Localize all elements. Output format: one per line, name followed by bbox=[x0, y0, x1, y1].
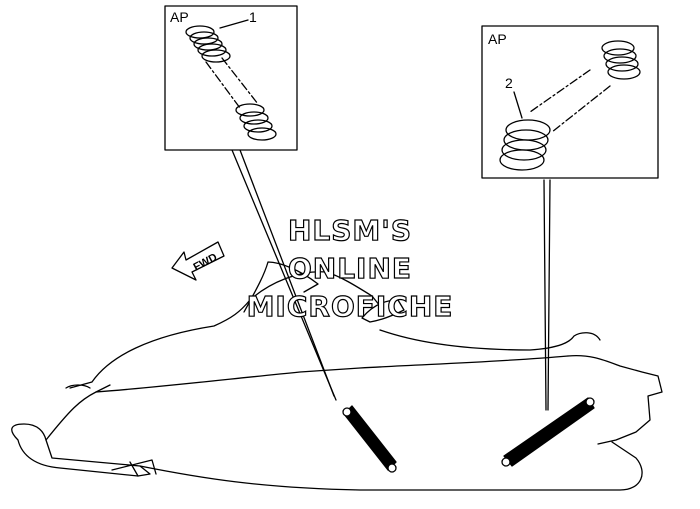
handlebar bbox=[361, 299, 405, 323]
front-bumper bbox=[65, 384, 91, 389]
spring-lower bbox=[499, 119, 551, 171]
watermark-line-1: HLSM'S bbox=[287, 213, 413, 247]
callout-box-1 bbox=[164, 5, 298, 151]
callout-2-tag: AP bbox=[488, 31, 507, 47]
callout-2-part-number: 2 bbox=[505, 75, 513, 91]
rear-shock bbox=[501, 397, 595, 467]
body-side bbox=[95, 355, 569, 393]
callout-1-tag: AP bbox=[170, 9, 189, 25]
watermark-line-2: ONLINE bbox=[287, 251, 413, 285]
suspension-arm bbox=[111, 459, 157, 477]
spring-upper bbox=[601, 40, 641, 80]
watermark-line-3: MICROFICHE bbox=[246, 289, 454, 323]
leader-lines bbox=[231, 149, 551, 411]
seat bbox=[379, 329, 601, 351]
ski bbox=[11, 423, 151, 477]
tail bbox=[567, 354, 663, 445]
front-shock bbox=[342, 405, 397, 473]
callout-box-2 bbox=[481, 25, 659, 179]
spring-top bbox=[185, 25, 231, 63]
fwd-arrow-icon bbox=[171, 241, 225, 281]
windshield bbox=[243, 261, 319, 313]
snowmobile-outline bbox=[11, 261, 663, 491]
callout-1-part-number: 1 bbox=[249, 9, 257, 25]
spring-bottom bbox=[235, 103, 277, 141]
